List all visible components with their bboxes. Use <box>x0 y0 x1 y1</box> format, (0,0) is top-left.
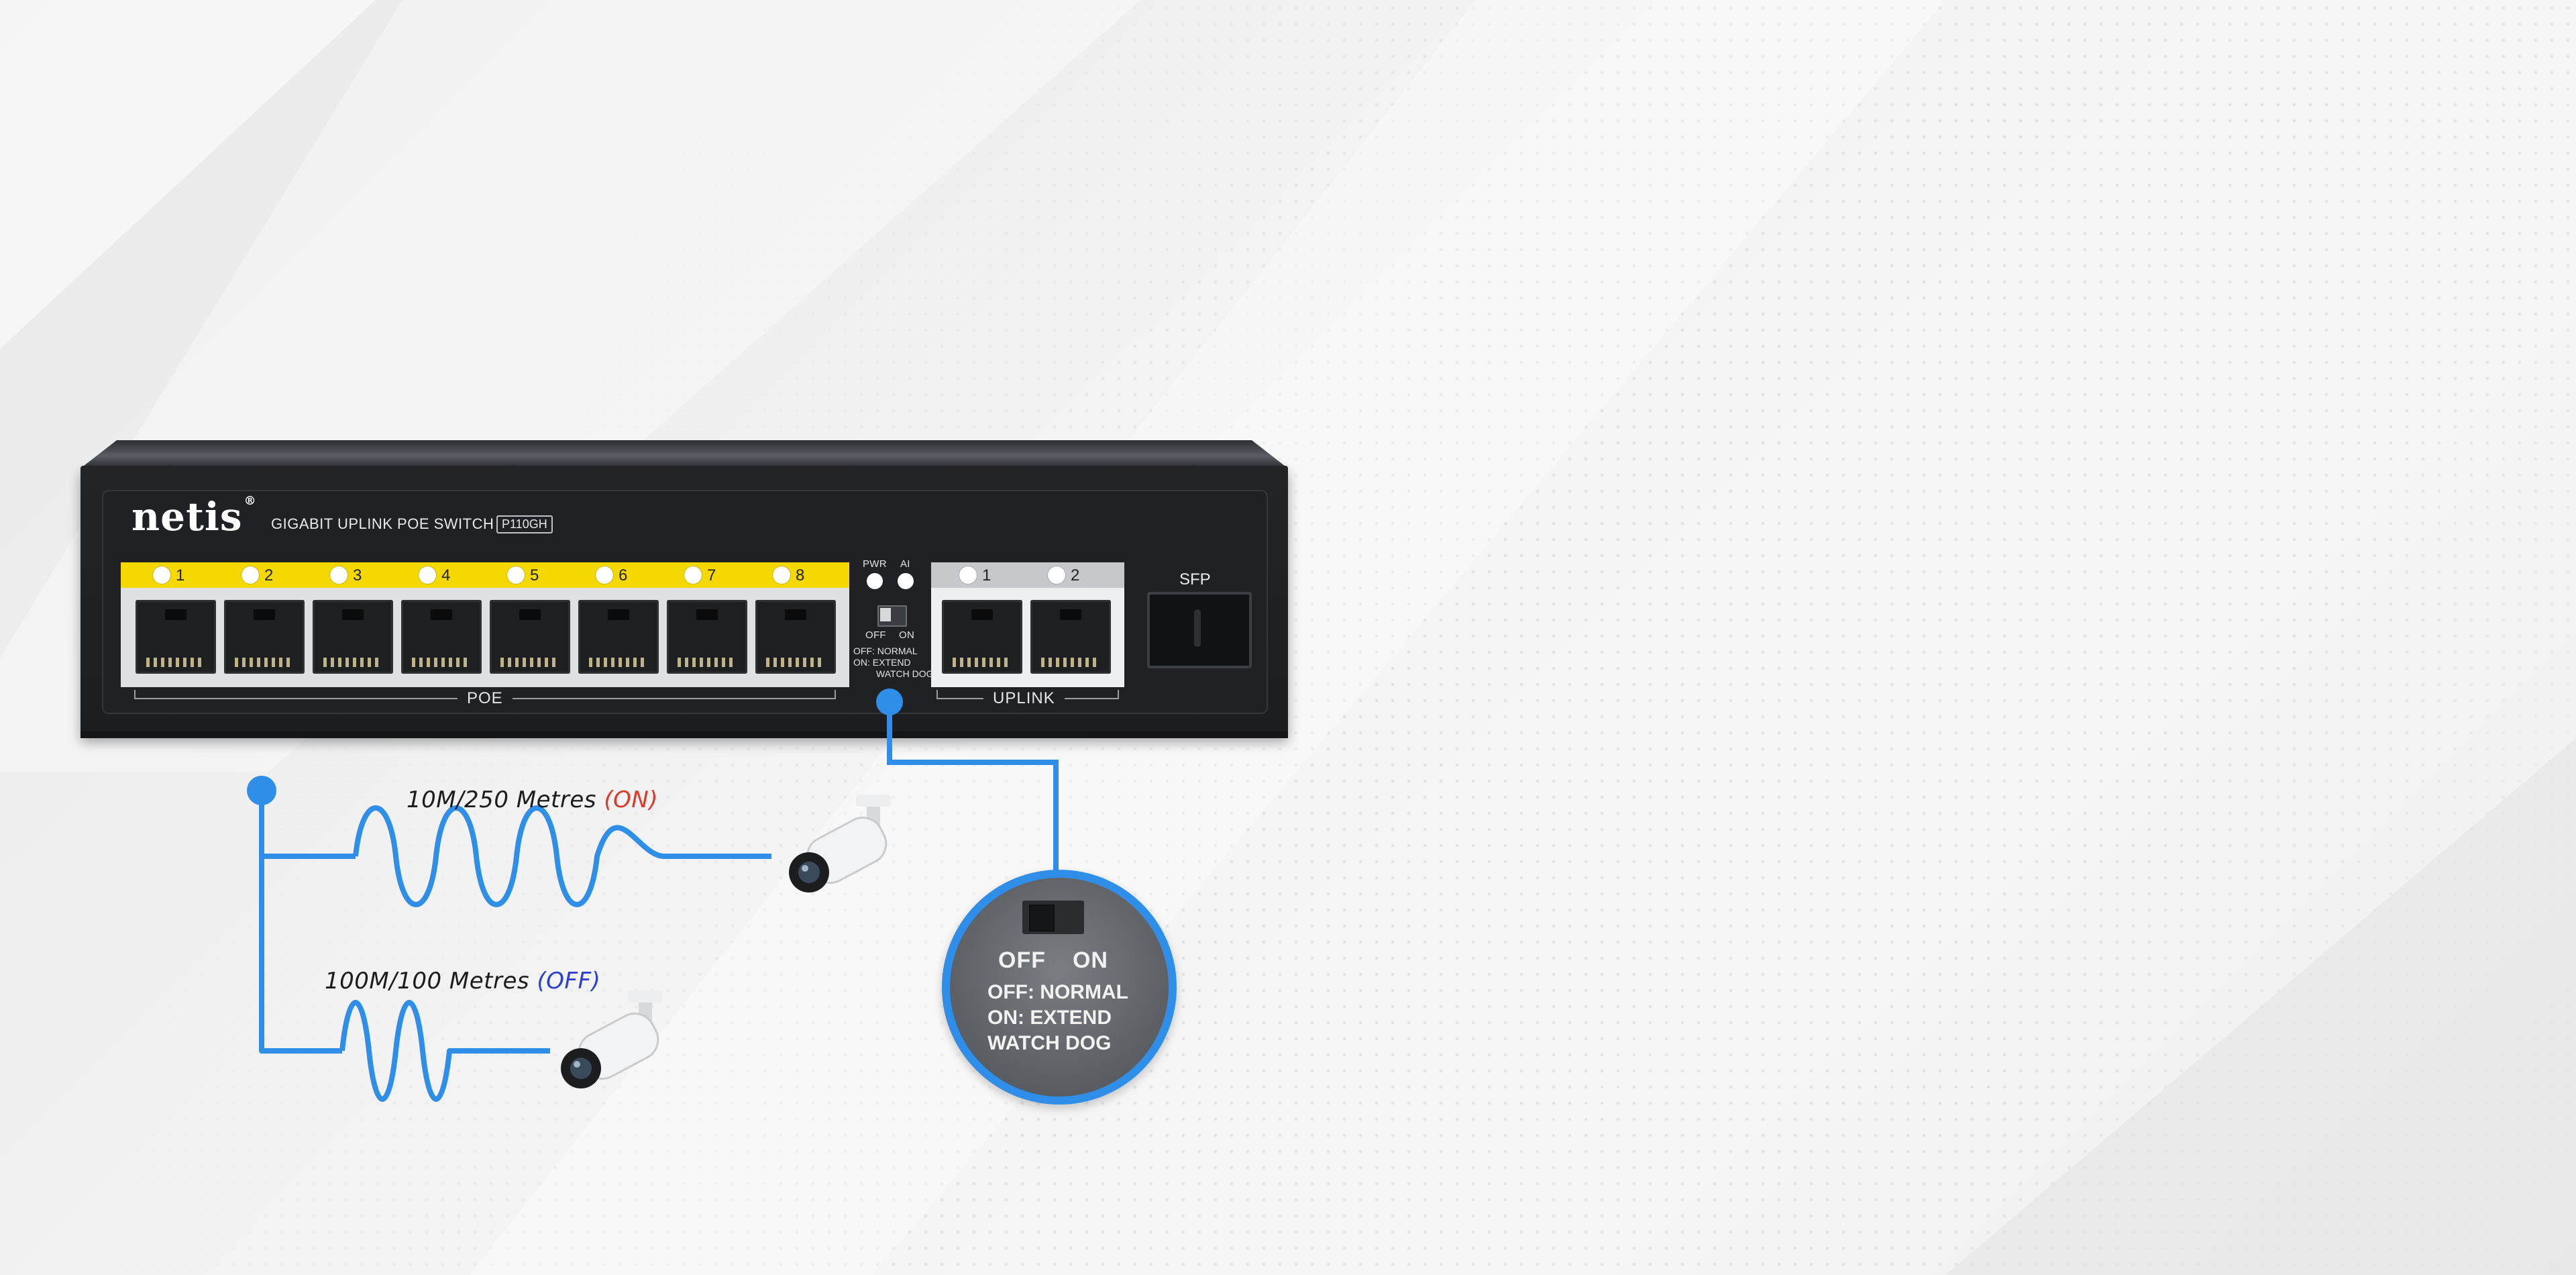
poe-rj45-port-icon[interactable] <box>313 600 393 674</box>
poe-port-led <box>330 566 347 584</box>
poe-port-led <box>596 566 613 584</box>
poe-port-led <box>419 566 436 584</box>
poe-port-number: 8 <box>796 566 805 584</box>
cctv-camera-icon <box>789 795 891 892</box>
cable-speed-distance: 100M/100 Metres <box>325 968 530 994</box>
poe-port-label-strip <box>121 562 849 588</box>
poe-rj45-port-icon[interactable] <box>224 600 305 674</box>
model-number-badge: P110GH <box>496 515 553 533</box>
poe-rj45-port-icon[interactable] <box>667 600 747 674</box>
callout-legend-line: ON: EXTEND <box>987 1007 1112 1029</box>
cctv-camera-icon <box>561 990 663 1088</box>
ai-led <box>898 573 914 589</box>
dip-switch-icon <box>1022 901 1084 934</box>
uplink-port-led <box>1048 566 1065 584</box>
poe-port-number: 2 <box>264 566 274 584</box>
pwr-led <box>867 573 883 589</box>
uplink-rj45-port-icon[interactable] <box>942 600 1022 674</box>
poe-rj45-port-icon[interactable] <box>490 600 570 674</box>
uplink-port-led <box>959 566 977 584</box>
dip-switch-knob <box>880 608 891 621</box>
switch-top-edge <box>80 440 1288 468</box>
dip-switch-zoom-callout: OFF ON OFF: NORMAL ON: EXTEND WATCH DOG <box>942 870 1177 1105</box>
ai-led-label: AI <box>900 558 910 570</box>
dip-legend-line: ON: EXTEND <box>853 657 911 668</box>
cable-label-250m: 10M/250 Metres (ON) <box>407 786 658 813</box>
poe-port-led <box>684 566 702 584</box>
callout-on-label: ON <box>1072 948 1108 973</box>
cable-lines <box>259 790 771 1102</box>
poe-port-number: 7 <box>707 566 716 584</box>
uplink-group-tick-left <box>936 690 938 699</box>
poe-port-number: 5 <box>530 566 539 584</box>
poe-group-tick-left <box>134 690 136 699</box>
switch-bottom-edge <box>80 731 1288 738</box>
cable-mode-off: (OFF) <box>537 968 601 994</box>
callout-legend: OFF: NORMAL ON: EXTEND WATCH DOG <box>987 980 1128 1056</box>
poe-port-number: 4 <box>441 566 451 584</box>
callout-legend-line: OFF: NORMAL <box>987 981 1128 1003</box>
dip-on-label: ON <box>899 629 915 641</box>
uplink-port-number: 1 <box>982 566 991 584</box>
poe-port-number: 3 <box>353 566 362 584</box>
poe-port-led <box>773 566 790 584</box>
product-title: GIGABIT UPLINK POE SWITCH <box>271 515 494 532</box>
poe-port-led <box>153 566 170 584</box>
cable-wave-100m <box>339 1000 550 1102</box>
cable-speed-distance: 10M/250 Metres <box>407 786 596 813</box>
dip-legend-line: WATCH DOG <box>876 668 934 679</box>
brand-logo: netis® <box>131 494 257 540</box>
uplink-port-number: 2 <box>1071 566 1080 584</box>
cable-mode-on: (ON) <box>604 786 658 813</box>
callout-off-label: OFF <box>998 948 1046 973</box>
pwr-led-label: PWR <box>863 558 887 570</box>
callout-legend-line: WATCH DOG <box>987 1032 1112 1054</box>
uplink-group-label: UPLINK <box>983 689 1065 708</box>
poe-port-number: 1 <box>176 566 185 584</box>
poe-rj45-port-icon[interactable] <box>578 600 659 674</box>
poe-port-number: 6 <box>619 566 628 584</box>
cable-wave-250m <box>353 805 771 907</box>
uplink-rj45-port-icon[interactable] <box>1030 600 1111 674</box>
sfp-port-icon[interactable] <box>1147 592 1252 668</box>
sfp-label: SFP <box>1179 570 1211 589</box>
callout-off-on: OFF ON <box>998 948 1108 974</box>
poe-rj45-port-icon[interactable] <box>136 600 216 674</box>
uplink-group-tick-right <box>1118 690 1119 699</box>
dip-switch-knob <box>1029 905 1055 931</box>
dip-off-label: OFF <box>865 629 886 641</box>
poe-rj45-port-icon[interactable] <box>401 600 482 674</box>
poe-rj45-port-icon[interactable] <box>755 600 836 674</box>
dip-legend-line: OFF: NORMAL <box>853 646 918 656</box>
poe-group-label: POE <box>458 689 513 708</box>
dip-switch-legend: OFF: NORMAL ON: EXTEND WATCH DOG <box>853 646 934 680</box>
cable-label-100m: 100M/100 Metres (OFF) <box>325 968 600 994</box>
cable-junction-dot <box>247 776 276 805</box>
poe-port-led <box>507 566 525 584</box>
poe-group-tick-right <box>835 690 836 699</box>
dip-switch-icon[interactable] <box>877 605 907 627</box>
poe-port-led <box>241 566 259 584</box>
